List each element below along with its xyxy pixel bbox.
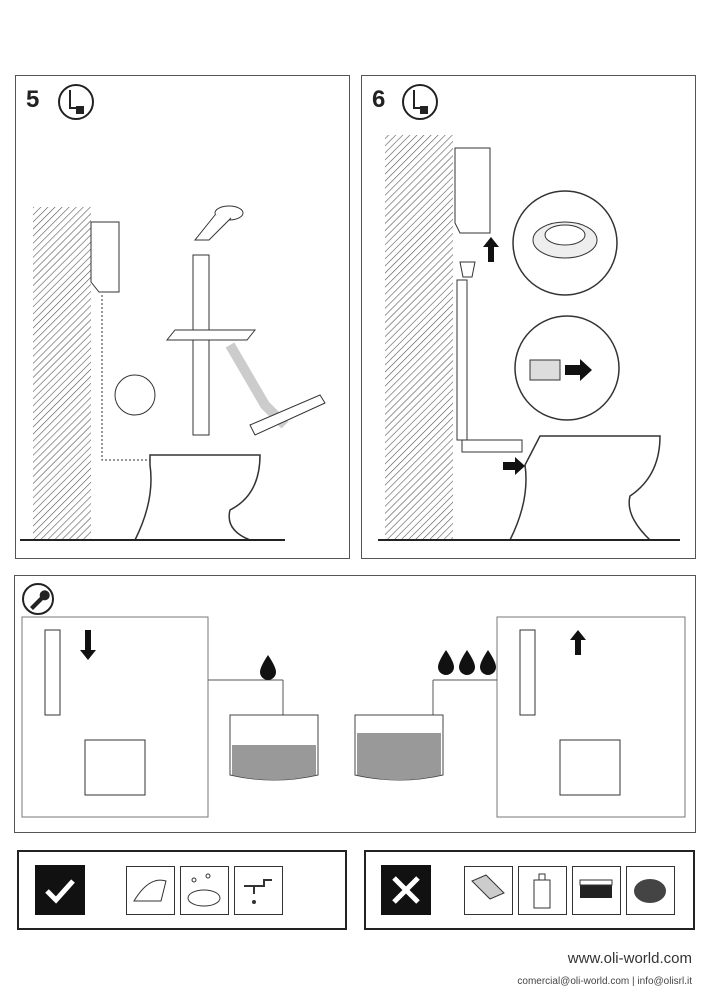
toilet-connection-icon [58, 84, 94, 120]
maintenance-illustration [21, 616, 686, 818]
step-6-illustration [378, 135, 680, 541]
scraper-icon [464, 866, 513, 915]
step-5-illustration [20, 205, 326, 541]
cloth-icon [126, 866, 175, 915]
forbidden-items [464, 866, 675, 915]
soap-icon [180, 866, 229, 915]
water-tap-icon [234, 866, 283, 915]
step-number: 5 [26, 86, 40, 113]
website-link[interactable]: www.oli-world.com [567, 950, 692, 967]
check-icon [35, 865, 85, 915]
maintenance-panel [14, 575, 696, 833]
detergent-bottle-icon [518, 866, 567, 915]
contact-emails[interactable]: comercial@oli-world.com | info@olisrl.it [517, 976, 692, 987]
step-6-panel: 6 [361, 75, 696, 559]
step-number: 6 [372, 86, 386, 113]
abrasive-sponge-icon [572, 866, 621, 915]
allowed-items [126, 866, 283, 915]
water-drops-icon [438, 650, 496, 675]
wrench-icon [22, 583, 54, 615]
cross-icon [381, 865, 431, 915]
toilet-connection-icon [402, 84, 438, 120]
allowed-cleaning-panel [17, 850, 347, 930]
forbidden-cleaning-panel [364, 850, 695, 930]
water-drop-icon [260, 655, 276, 680]
steel-wool-icon [626, 866, 675, 915]
step-5-panel: 5 [15, 75, 350, 559]
